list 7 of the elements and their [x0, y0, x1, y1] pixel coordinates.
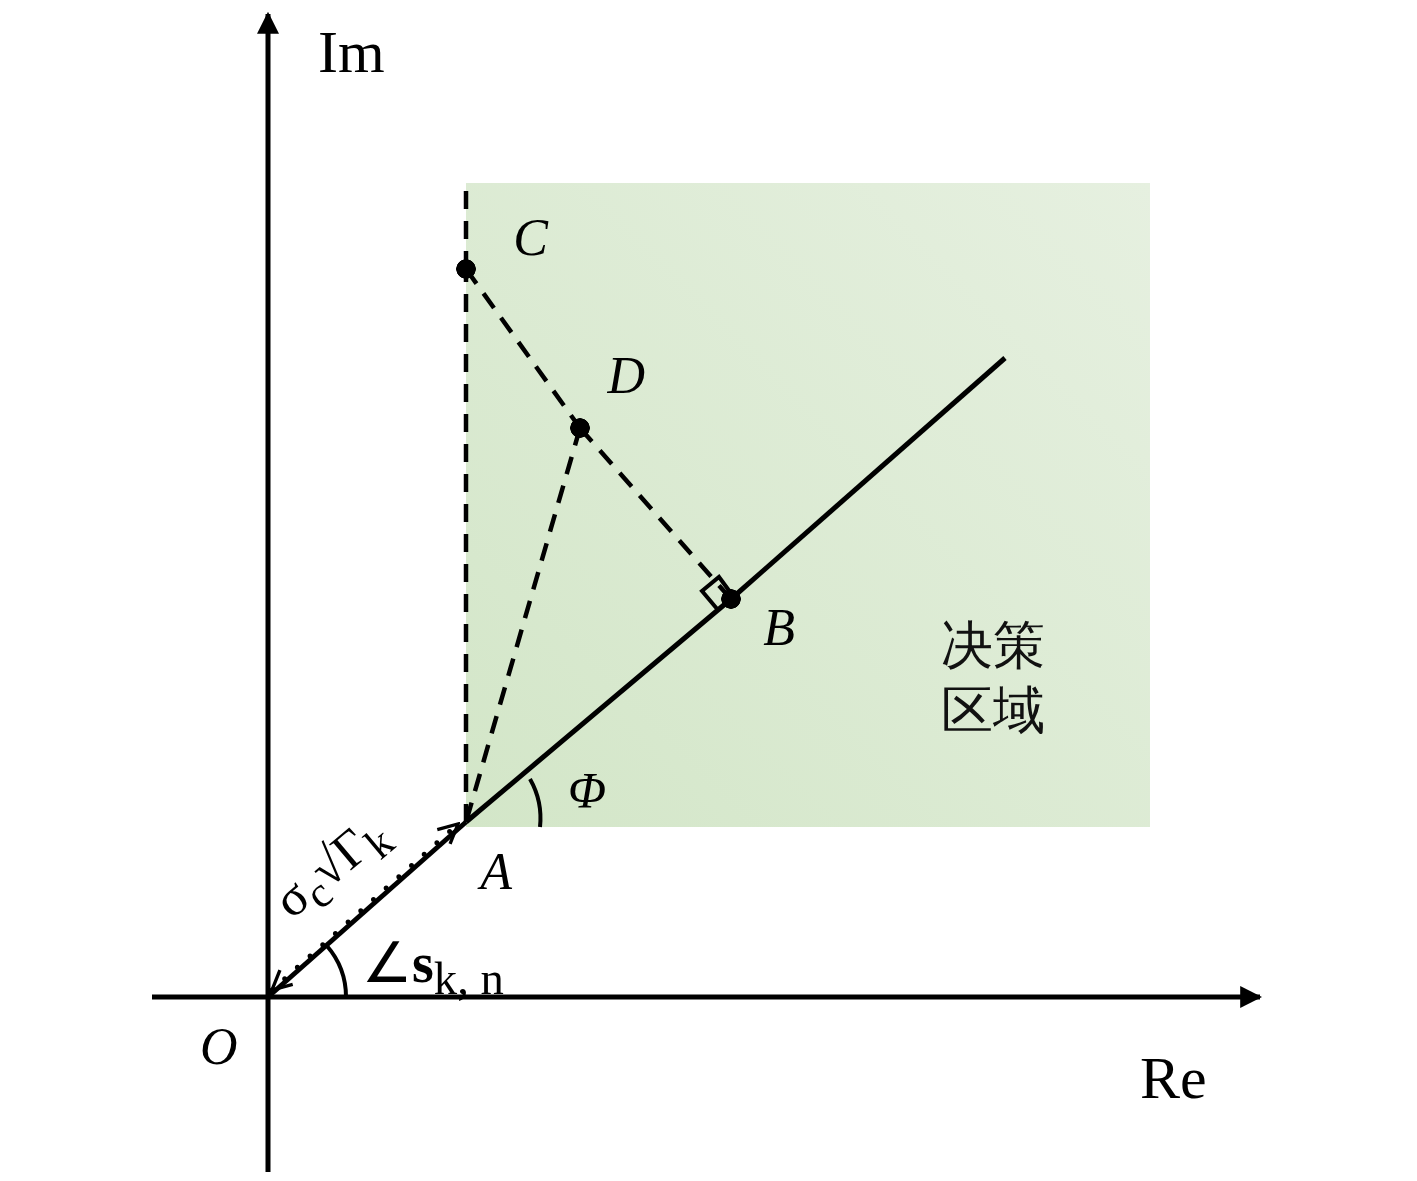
- axis-label: Im: [318, 22, 385, 82]
- angle-label: ∠s$_{k, n}$: [362, 935, 504, 1002]
- angle-label: Φ: [568, 765, 607, 815]
- axis-label: Re: [1140, 1048, 1207, 1108]
- region-label: 决策区域: [941, 614, 1046, 742]
- point-label: O: [200, 993, 272, 1073]
- point-label: A: [462, 818, 512, 898]
